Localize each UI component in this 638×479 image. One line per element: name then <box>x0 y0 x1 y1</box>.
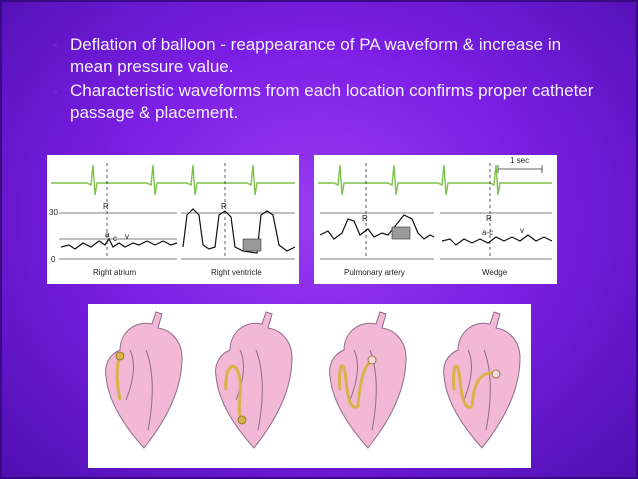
bullet-text: Deflation of balloon - reappearance of P… <box>70 35 562 76</box>
r-label: R <box>221 202 227 211</box>
gray-sample-box <box>391 226 411 240</box>
wave-label-v: v <box>125 232 129 241</box>
wave-label-a: a <box>105 230 110 239</box>
r-label: R <box>362 214 368 223</box>
ecg-trace <box>51 164 295 196</box>
bullet-list: ▫ Deflation of balloon - reappearance of… <box>44 34 604 126</box>
axis-tick-30: 30 <box>49 208 58 217</box>
heart-illustration-pulmonary-artery <box>329 311 407 449</box>
wave-label-ac: a-c <box>482 228 493 237</box>
bullet-item: ▫ Characteristic waveforms from each loc… <box>44 80 604 124</box>
bullet-item: ▫ Deflation of balloon - reappearance of… <box>44 34 604 78</box>
right-ventricle-waveform <box>182 208 296 254</box>
caption-wedge: Wedge <box>482 268 508 277</box>
scale-label: 1 sec <box>510 156 529 165</box>
caption-pulmonary-artery: Pulmonary artery <box>344 268 405 277</box>
gray-sample-box <box>242 238 262 252</box>
heart-illustration-wedge <box>443 311 521 449</box>
wave-label-v: v <box>520 226 524 235</box>
waveform-panel-right: 1 sec R R a-c v Pulmonary artery Wedge <box>314 155 557 284</box>
heart-illustration-right-ventricle <box>215 311 293 449</box>
wave-label-c: c <box>113 234 117 243</box>
caption-right-atrium: Right atrium <box>93 268 136 277</box>
waveform-panel-left: 30 0 R R a c v Right atrium Right ventri… <box>47 155 299 284</box>
r-label: R <box>103 202 109 211</box>
caption-right-ventricle: Right ventricle <box>211 268 262 277</box>
bullet-text: Characteristic waveforms from each locat… <box>70 81 594 122</box>
wedge-waveform <box>441 234 553 246</box>
heart-illustration-right-atrium <box>105 311 183 449</box>
axis-tick-0: 0 <box>51 255 56 264</box>
r-label: R <box>486 214 492 223</box>
bullet-glyph-icon: ▫ <box>52 84 58 98</box>
pulmonary-artery-waveform <box>319 214 435 240</box>
right-atrium-waveform <box>60 237 178 250</box>
bullet-glyph-icon: ▫ <box>52 38 58 52</box>
ecg-trace <box>318 164 552 196</box>
heart-illustration-panel <box>88 304 531 468</box>
